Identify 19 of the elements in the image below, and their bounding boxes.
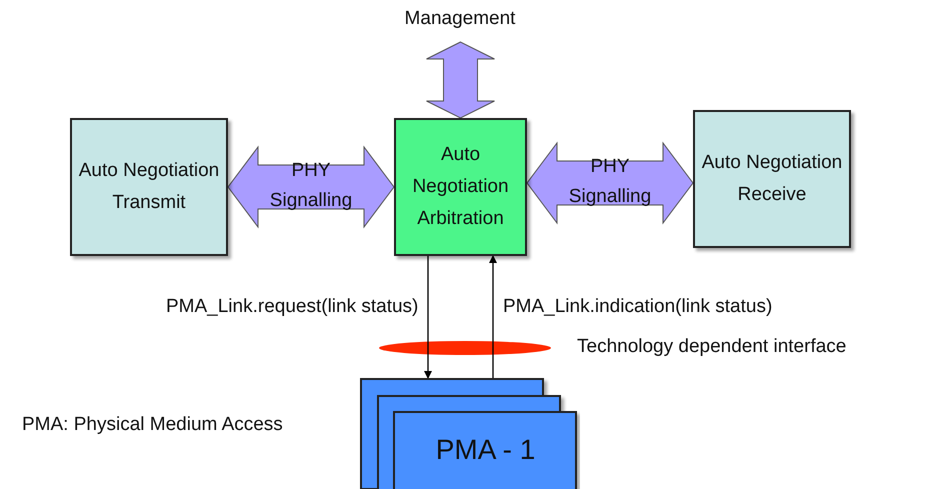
edge-label: PMA_Link.request(link status) [166, 296, 418, 318]
block-arrow [526, 142, 694, 224]
edge-label: PMA_Link.indication(link status) [503, 296, 772, 318]
box-text: Auto Negotiation Receive [700, 151, 844, 207]
process-box [693, 110, 851, 248]
process-box [70, 118, 228, 256]
arrow [489, 255, 497, 378]
box-text: Auto Negotiation Transmit [78, 159, 220, 215]
edge-label: PHY Signalling [568, 155, 652, 209]
arrow [424, 256, 432, 379]
box-text: Auto Negotiation Arbitration [411, 143, 510, 231]
process-box [394, 118, 527, 256]
note-label: PMA: Physical Medium Access [22, 414, 283, 436]
box-text: PMA - 1 [434, 434, 536, 466]
node-caption: Technology dependent interface [577, 336, 846, 358]
block-arrow [426, 41, 495, 119]
block-arrow [227, 146, 395, 228]
edge-label: PHY Signalling [268, 159, 354, 213]
node-label: Management [380, 4, 540, 34]
